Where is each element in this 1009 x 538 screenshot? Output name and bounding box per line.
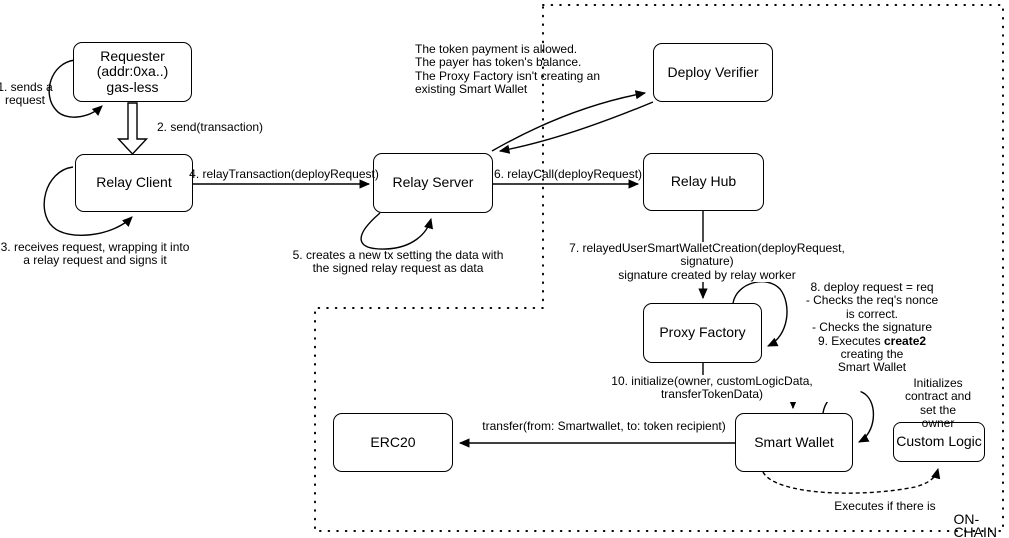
label-on-chain: ON-CHAIN: [953, 511, 997, 538]
node-deploy-verifier: Deploy Verifier: [653, 43, 773, 102]
node-smart-wallet: Smart Wallet: [735, 413, 853, 472]
label-verifier-checks: The token payment is allowed. The payer …: [415, 42, 601, 97]
node-relay-hub: Relay Hub: [643, 153, 764, 211]
label-step10: 10. initialize(owner, customLogicData, t…: [563, 374, 861, 402]
step9-bold: create2: [884, 333, 927, 348]
label-step8-9: 8. deploy request = req - Checks the req…: [804, 280, 941, 375]
relay-client-self-loop-arrow: [43, 166, 133, 236]
label-step5: 5. creates a new tx setting the data wit…: [292, 248, 504, 276]
verifier-to-server-arrow: [498, 101, 654, 154]
step9-pre: 9. Executes: [817, 333, 884, 348]
step9-tail: Smart Wallet: [837, 360, 907, 375]
relay-server-self-loop-arrow: [360, 212, 434, 250]
send-transaction-arrow: [116, 102, 149, 156]
node-requester: Requester (addr:0xa..) gas-less: [73, 42, 192, 102]
label-step2: 2. send(transaction): [157, 120, 264, 134]
label-executes-if-there-is: Executes if there is: [834, 499, 936, 513]
label-step6: 6. relayCall(deployRequest): [493, 167, 643, 181]
label-transfer: transfer(from: Smartwallet, to: token re…: [482, 419, 726, 433]
node-relay-server: Relay Server: [373, 153, 493, 213]
node-proxy-factory: Proxy Factory: [643, 303, 762, 363]
label-step4: 4. relayTransaction(deployRequest): [189, 167, 379, 181]
requester-self-loop-arrow: [48, 59, 103, 118]
server-to-verifier-arrow: [491, 90, 647, 152]
node-custom-logic: Custom Logic: [893, 422, 985, 462]
label-step7: 7. relayedUserSmartWalletCreation(deploy…: [556, 241, 858, 283]
label-initializes-owner: Initializes contract and set the owner: [904, 376, 972, 431]
proxy-factory-self-loop-arrow: [732, 281, 788, 347]
label-step3: 3. receives request, wrapping it into a …: [0, 240, 190, 268]
step9-post: creating the: [840, 347, 904, 362]
step9-line: 9. Executes create2 creating the: [804, 333, 941, 362]
step8-text: 8. deploy request = req - Checks the req…: [805, 280, 939, 335]
node-relay-client: Relay Client: [75, 154, 193, 212]
wallet-to-custom-logic-dashed-arrow: [762, 467, 941, 494]
label-step1: 1. sends a request: [0, 80, 53, 108]
on-chain-boundary: [314, 4, 1004, 532]
node-erc20: ERC20: [333, 413, 453, 472]
